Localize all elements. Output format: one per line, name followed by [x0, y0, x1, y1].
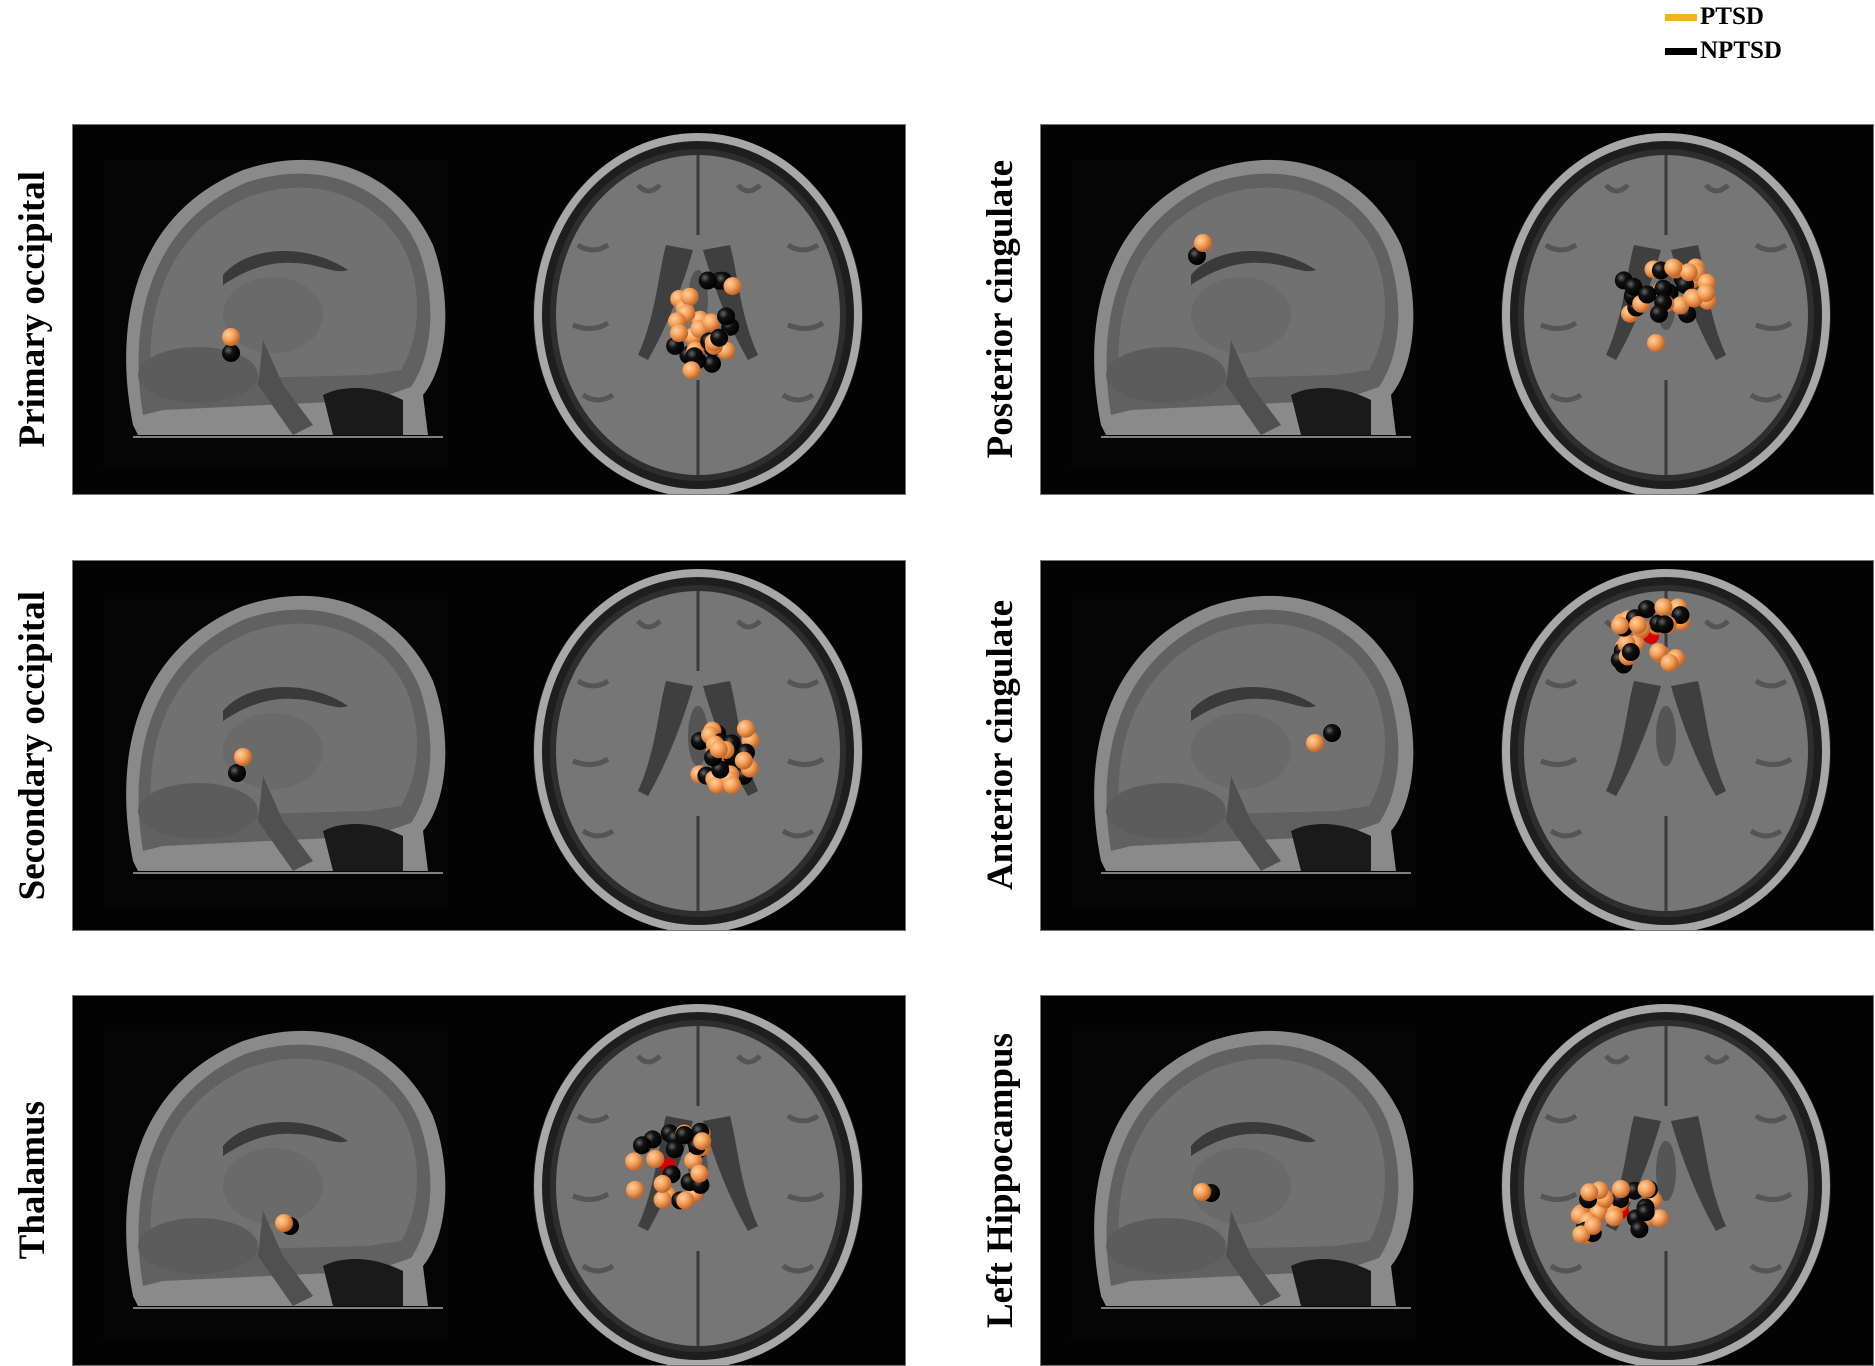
- panel-thalamus: [72, 995, 906, 1366]
- row-label: Primary occipital: [2, 124, 62, 495]
- axial-slice: [533, 1004, 863, 1365]
- panel-anterior-cingulate: [1040, 560, 1874, 931]
- sagittal-slice: [1071, 1030, 1416, 1341]
- label-text: Left Hippocampus: [979, 1032, 1021, 1328]
- sagittal-slice: [103, 1030, 448, 1341]
- axial-slice: [1501, 569, 1831, 930]
- panel-secondary-occipital: [72, 560, 906, 931]
- row-label: Thalamus: [2, 995, 62, 1366]
- row-label: Secondary occipital: [2, 560, 62, 931]
- ptsd-swatch-icon: [1665, 13, 1697, 21]
- panel-primary-occipital: [72, 124, 906, 495]
- sagittal-slice: [1071, 159, 1416, 470]
- panel-posterior-cingulate: [1040, 124, 1874, 495]
- row-label: Left Hippocampus: [970, 995, 1030, 1366]
- sagittal-slice: [1071, 595, 1416, 906]
- legend-label: NPTSD: [1700, 37, 1782, 64]
- nptsd-swatch-icon: [1665, 47, 1697, 55]
- axial-slice: [1501, 1004, 1831, 1365]
- axial-slice: [533, 569, 863, 930]
- legend-item-ptsd: PTSD: [1665, 0, 1782, 34]
- label-text: Primary occipital: [11, 171, 53, 448]
- legend-label: PTSD: [1700, 3, 1764, 30]
- label-text: Secondary occipital: [11, 590, 53, 901]
- legend-item-nptsd: NPTSD: [1665, 34, 1782, 68]
- panel-left-hippocampus: [1040, 995, 1874, 1366]
- axial-slice: [1501, 133, 1831, 494]
- label-text: Thalamus: [11, 1101, 53, 1260]
- sagittal-slice: [103, 595, 448, 906]
- row-label: Posterior cingulate: [970, 124, 1030, 495]
- label-text: Anterior cingulate: [979, 600, 1021, 891]
- sagittal-slice: [103, 159, 448, 470]
- row-label: Anterior cingulate: [970, 560, 1030, 931]
- label-text: Posterior cingulate: [979, 160, 1021, 459]
- legend: PTSD NPTSD: [1665, 0, 1782, 68]
- axial-slice: [533, 133, 863, 494]
